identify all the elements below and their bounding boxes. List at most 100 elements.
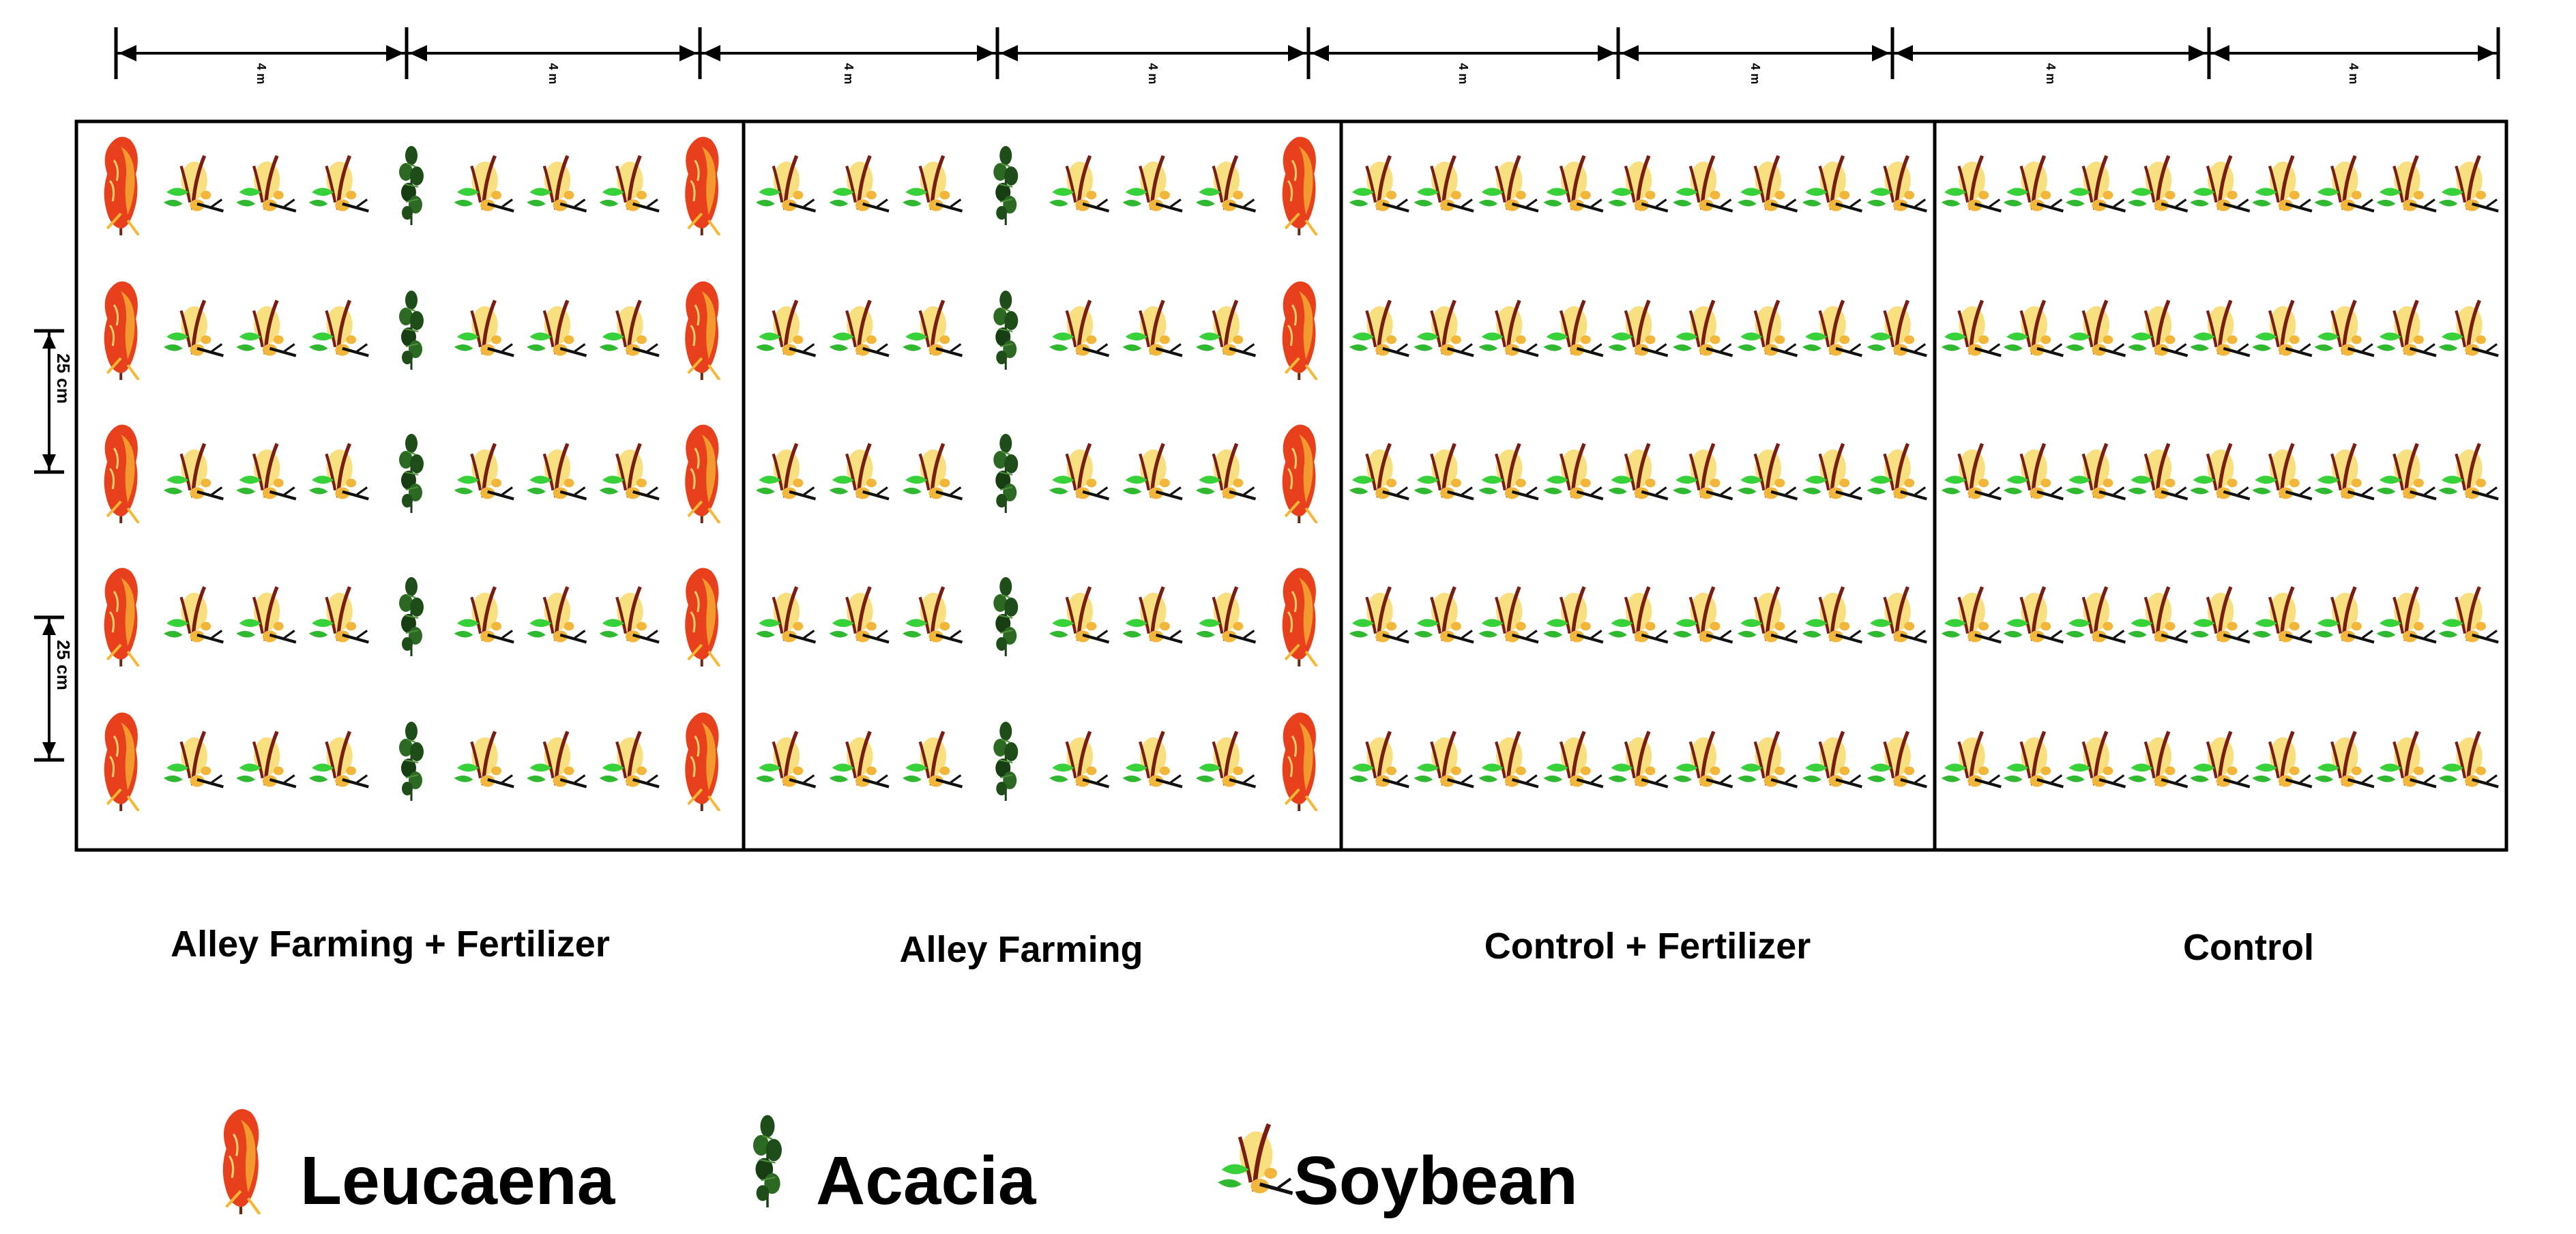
dimension-label: 4 m	[1748, 63, 1762, 84]
dimension-arrowhead	[119, 45, 136, 61]
acacia-plant	[992, 289, 1019, 370]
dimension-label: 4 m	[2044, 63, 2058, 84]
soybean-plant	[1478, 443, 1538, 499]
acacia-plant	[992, 576, 1019, 656]
soybean-plant	[1478, 587, 1538, 642]
row-spacing-label: 25 cm	[53, 353, 74, 404]
dimension-arrowhead	[386, 45, 404, 61]
soybean-plant	[1608, 443, 1667, 499]
soybean-plant	[1867, 300, 1927, 355]
soybean-plant	[1123, 443, 1182, 499]
soybean-plant	[1414, 587, 1474, 642]
soybean-plant	[2377, 300, 2436, 355]
soybean-plant	[1123, 731, 1182, 787]
dimension-label: 4 m	[2347, 63, 2360, 84]
legend-label-acacia: Acacia	[816, 1143, 1037, 1219]
soybean-plant	[830, 731, 889, 787]
leucaena-plant	[104, 136, 139, 235]
soybean-plant	[164, 443, 223, 499]
soybean-plant	[309, 156, 368, 211]
soybean-plant	[1802, 443, 1862, 499]
row-spacing-arrowhead	[42, 742, 56, 757]
legend-label-leucaena: Leucaena	[300, 1143, 616, 1219]
soybean-plant	[2252, 300, 2311, 355]
row-spacing-arrowhead	[42, 620, 56, 635]
soybean-plant	[1196, 587, 1255, 642]
soybean-plant	[756, 587, 815, 642]
soybean-plant	[2066, 443, 2125, 499]
soybean-plant	[1942, 300, 2001, 355]
acacia-plant	[398, 432, 425, 513]
soybean-plant	[309, 731, 368, 787]
soybean-plant	[1867, 587, 1927, 642]
soybean-plant	[2004, 731, 2063, 787]
soybean-plant	[2190, 300, 2249, 355]
soybean-plant	[1349, 443, 1409, 499]
leucaena-plant	[1283, 424, 1317, 523]
soybean-plant	[236, 156, 295, 211]
soybean-plant	[527, 300, 586, 355]
soybean-icon	[1218, 1124, 1292, 1193]
dimension-arrowhead	[1895, 45, 1913, 61]
soybean-plant	[164, 731, 223, 787]
soybean-plant	[2439, 587, 2498, 642]
soybean-plant	[2066, 300, 2125, 355]
soybean-plant	[2439, 731, 2498, 787]
soybean-plant	[164, 587, 223, 642]
soybean-plant	[903, 156, 962, 211]
soybean-plant	[903, 443, 962, 499]
soybean-plant	[2066, 731, 2125, 787]
soybean-plant	[1049, 443, 1109, 499]
soybean-plant	[830, 443, 889, 499]
soybean-plant	[1543, 731, 1602, 787]
dimension-arrowhead	[1311, 45, 1329, 61]
dimension-label: 4 m	[1146, 63, 1160, 84]
soybean-plant	[1802, 300, 1862, 355]
leucaena-plant	[104, 712, 139, 811]
soybean-plant	[454, 300, 514, 355]
soybean-plant	[1942, 587, 2001, 642]
leucaena-plant	[104, 568, 139, 666]
soybean-plant	[600, 587, 659, 642]
soybean-plant	[1942, 443, 2001, 499]
soybean-plant	[1608, 300, 1667, 355]
soybean-plant	[236, 731, 295, 787]
soybean-plant	[1543, 300, 1602, 355]
soybean-plant	[1738, 587, 1797, 642]
soybean-plant	[1478, 300, 1538, 355]
soybean-plant	[1543, 156, 1602, 211]
soybean-plant	[527, 156, 586, 211]
soybean-plant	[1049, 300, 1109, 355]
plot-label-control-fertilizer: Control + Fertilizer	[1484, 926, 1811, 967]
soybean-plant	[1673, 443, 1732, 499]
dimension-label: 4 m	[1457, 63, 1470, 84]
soybean-plant	[2314, 443, 2373, 499]
acacia-plant	[992, 432, 1019, 513]
soybean-plant	[1414, 443, 1474, 499]
leucaena-plant	[104, 424, 139, 523]
dimension-label: 4 m	[254, 63, 268, 84]
soybean-plant	[1738, 731, 1797, 787]
soybean-plant	[1738, 300, 1797, 355]
soybean-plant	[2190, 443, 2249, 499]
soybean-plant	[454, 731, 514, 787]
soybean-plant	[1349, 587, 1409, 642]
soybean-plant	[1049, 731, 1109, 787]
plot-label-alley-farming: Alley Farming	[899, 929, 1143, 970]
plot-label-alley-farming-fertilizer: Alley Farming + Fertilizer	[171, 924, 610, 965]
soybean-plant	[1673, 156, 1732, 211]
acacia-plant	[398, 145, 425, 225]
leucaena-plant	[685, 281, 720, 380]
soybean-plant	[2439, 443, 2498, 499]
soybean-plant	[1196, 443, 1255, 499]
soybean-plant	[1414, 731, 1474, 787]
soybean-plant	[1867, 731, 1927, 787]
soybean-plant	[2377, 587, 2436, 642]
soybean-plant	[1867, 443, 1927, 499]
leucaena-plant	[1283, 281, 1317, 380]
soybean-plant	[1049, 587, 1109, 642]
soybean-plant	[830, 587, 889, 642]
soybean-plant	[1123, 156, 1182, 211]
